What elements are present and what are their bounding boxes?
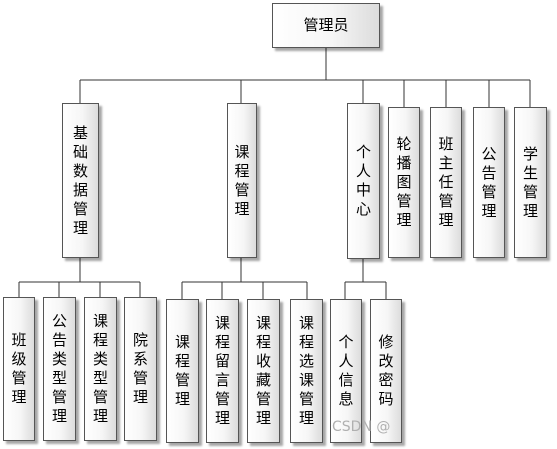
node-course-favorite: 课程收藏管理 <box>247 299 280 443</box>
node-admin: 管理员 <box>272 3 380 48</box>
node-student-label: 学生管理 <box>523 144 539 220</box>
node-course-message-label: 课程留言管理 <box>215 314 231 427</box>
node-carousel: 轮播图管理 <box>388 107 420 258</box>
node-notice: 公告管理 <box>473 107 505 258</box>
node-basic-data: 基础数据管理 <box>62 103 99 258</box>
node-course-selection: 课程选课管理 <box>290 299 323 443</box>
node-course-label: 课程管理 <box>234 142 250 218</box>
node-course-mgmt: 课程管理 <box>166 299 199 443</box>
node-carousel-label: 轮播图管理 <box>396 135 412 229</box>
node-course-favorite-label: 课程收藏管理 <box>256 314 272 427</box>
node-head-teacher: 班主任管理 <box>430 107 462 258</box>
node-personal-center: 个人中心 <box>347 103 380 259</box>
node-course: 课程管理 <box>227 103 257 258</box>
node-course-message: 课程留言管理 <box>206 299 239 443</box>
node-student: 学生管理 <box>514 107 547 258</box>
node-personal-info-label: 个人信息 <box>338 333 354 408</box>
node-course-type-label: 课程类型管理 <box>93 312 109 425</box>
node-class: 班级管理 <box>3 297 35 441</box>
node-course-type: 课程类型管理 <box>84 297 117 441</box>
node-notice-type: 公告类型管理 <box>43 297 76 441</box>
node-notice-label: 公告管理 <box>481 144 497 220</box>
node-basic-data-label: 基础数据管理 <box>73 123 89 237</box>
node-change-password: 修改密码 <box>370 299 402 443</box>
node-notice-type-label: 公告类型管理 <box>52 312 68 425</box>
watermark: CSDN @ <box>332 419 391 435</box>
node-class-label: 班级管理 <box>11 331 27 406</box>
node-personal-center-label: 个人中心 <box>356 143 372 218</box>
node-head-teacher-label: 班主任管理 <box>438 135 454 229</box>
node-department-label: 院系管理 <box>133 331 149 406</box>
node-admin-label: 管理员 <box>303 16 349 34</box>
node-department: 院系管理 <box>124 297 157 441</box>
node-course-selection-label: 课程选课管理 <box>299 314 315 427</box>
node-personal-info: 个人信息 <box>330 299 362 443</box>
node-course-mgmt-label: 课程管理 <box>175 333 191 408</box>
node-change-password-label: 修改密码 <box>378 333 394 408</box>
